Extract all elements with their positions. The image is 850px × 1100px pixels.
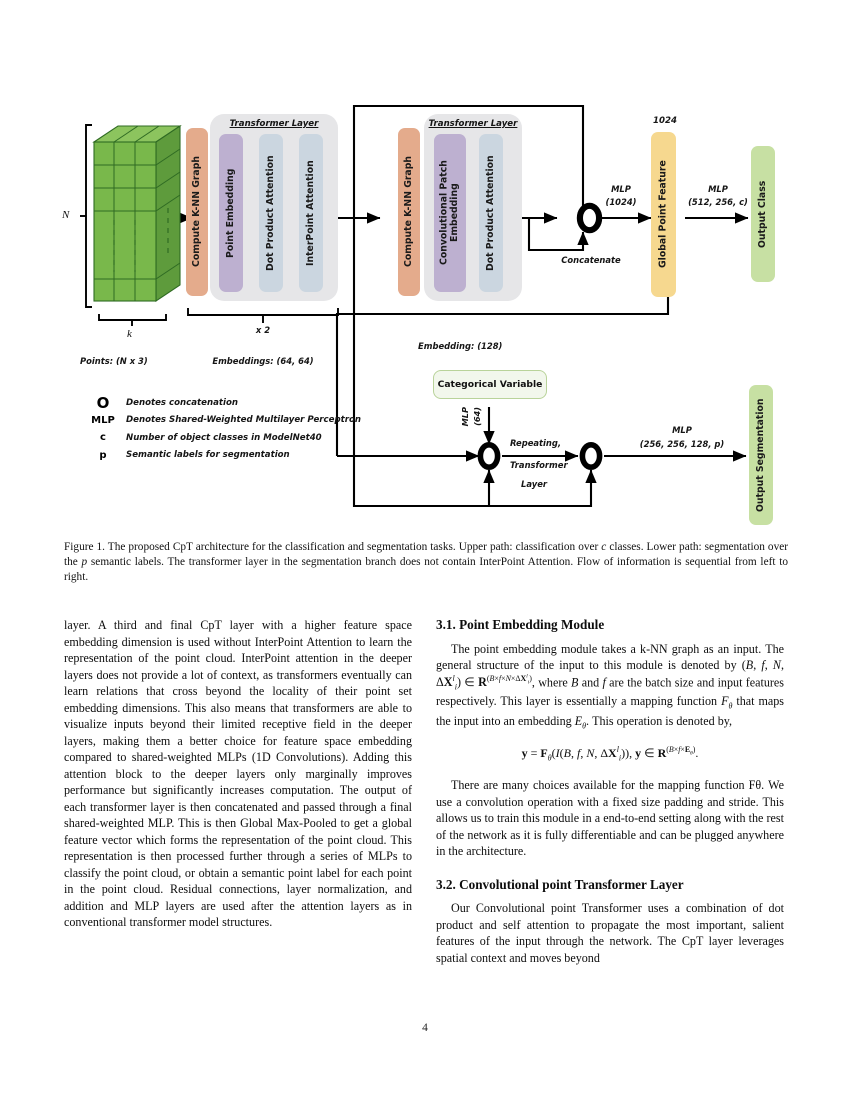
figure-legend: O Denotes concatenation MLP Denotes Shar… xyxy=(80,394,410,464)
label-repeating-layer: Layer xyxy=(521,479,547,489)
label-repeating: Repeating, xyxy=(510,438,562,448)
legend-text: Denotes Shared-Weighted Multilayer Perce… xyxy=(126,415,361,426)
label-embedding-128: Embedding: (128) xyxy=(418,341,503,351)
mlp-symbol: MLP xyxy=(91,414,115,426)
block-interpoint-attention[interactable]: InterPoint Attention xyxy=(299,134,323,292)
label-global-dim-1024: 1024 xyxy=(653,116,677,126)
legend-item: p Semantic labels for segmentation xyxy=(80,447,410,465)
label-repeating-transformer: Transformer xyxy=(510,460,568,470)
sym-B: B xyxy=(571,675,579,690)
bracket-k xyxy=(98,314,167,326)
right-paragraph-2: There are many choices available for the… xyxy=(436,778,784,859)
block-dot-product-attention-2[interactable]: Dot Product Attention xyxy=(479,134,503,292)
left-paragraph-1: layer. A third and final CpT layer with … xyxy=(64,618,412,929)
sym-F-theta: Fθ xyxy=(721,694,733,711)
legend-item: MLP Denotes Shared-Weighted Multilayer P… xyxy=(80,412,410,430)
concat-ring-icon: O xyxy=(96,393,110,412)
label-mlp-seg: MLP xyxy=(672,425,692,435)
body-left-column: layer. A third and final CpT layer with … xyxy=(64,617,412,931)
label-N: N xyxy=(62,209,70,221)
global-to-seg-branch xyxy=(335,296,670,456)
sym-f: f xyxy=(602,675,606,690)
label-mlp-1024-dims: (1024) xyxy=(605,197,637,207)
rp1-d: are the batch size and input features re… xyxy=(436,675,784,709)
rp1-a: The point embedding module takes a k-NN … xyxy=(436,641,784,673)
block-point-embedding[interactable]: Point Embedding xyxy=(219,134,243,292)
caption-part-1: Figure 1. The proposed CpT architecture … xyxy=(64,541,602,553)
label-repeat-x2: x 2 xyxy=(255,325,271,335)
diagram-connectors xyxy=(80,104,749,508)
concat-ring-seg-2 xyxy=(579,441,603,470)
right-paragraph-1: The point embedding module takes a k-NN … xyxy=(436,641,784,733)
residual-loop-to-concat xyxy=(527,218,589,252)
label-mlp-class-dims: (512, 256, c) xyxy=(688,197,748,207)
page-number: 4 xyxy=(422,1022,428,1034)
label-mlp-cat: MLP xyxy=(460,407,470,427)
block-output-segmentation[interactable]: Output Segmentation xyxy=(749,385,773,525)
transformer-layer-title-2: Transformer Layer xyxy=(428,119,518,129)
right-paragraph-3: Our Convolutional point Transformer uses… xyxy=(436,901,784,965)
block-categorical-variable[interactable]: Categorical Variable xyxy=(433,370,547,399)
section-heading-3-1: 3.1. Point Embedding Module xyxy=(436,617,605,632)
caption-italic-p: p xyxy=(81,556,88,569)
transformer-layer-title-1: Transformer Layer xyxy=(229,119,319,129)
concat-ring-seg-1 xyxy=(477,441,501,470)
legend-text: Number of object classes in ModelNet40 xyxy=(126,432,322,443)
legend-text: Denotes concatenation xyxy=(126,397,238,408)
point-cloud-block xyxy=(84,120,192,310)
bracket-N xyxy=(80,124,92,308)
label-embeddings-64-64: Embeddings: (64, 64) xyxy=(212,356,314,366)
concat-ring-classification xyxy=(576,202,603,234)
label-concatenate: Concatenate xyxy=(561,255,621,265)
block-convolutional-patch-embedding[interactable]: Convolutional Patch Embedding xyxy=(434,134,466,292)
caption-part-2: classes. Lower path: segmentation over t… xyxy=(64,541,788,569)
block-output-class[interactable]: Output Class xyxy=(751,146,775,282)
caption-italic-c: c xyxy=(601,541,607,553)
c-symbol: c xyxy=(100,432,106,444)
equation-1: y = Fθ(I(B, f, N, ΔXli)), y ∈ R(B×f×Eθ). xyxy=(521,745,699,763)
eq-input-tuple: (B, f, N, ΔXli) ∈ R(B×f×N×ΔXli) xyxy=(436,658,785,692)
legend-item: c Number of object classes in ModelNet40 xyxy=(80,429,410,447)
legend-text: Semantic labels for segmentation xyxy=(126,450,290,461)
label-mlp-class: MLP xyxy=(708,184,728,194)
block-dot-product-attention-1[interactable]: Dot Product Attention xyxy=(259,134,283,292)
skip-connection-top xyxy=(352,104,585,218)
figure-1-architecture-diagram: N k Points: (N x 3) Transformer Layer Co… xyxy=(62,92,788,525)
block-compute-knn-graph-1[interactable]: Compute K-NN Graph xyxy=(186,128,208,296)
rp1-c: and xyxy=(578,675,603,690)
label-k: k xyxy=(127,328,132,340)
point-cloud-svg xyxy=(92,124,182,303)
label-mlp-seg-dims: (256, 256, 128, p) xyxy=(639,439,725,449)
rp1-e: that maps the input into an embedding xyxy=(436,694,784,728)
stage-tap-down-bus xyxy=(352,218,489,508)
bracket-x2 xyxy=(187,308,339,323)
caption-part-3: semantic labels. The transformer layer i… xyxy=(64,556,788,584)
p-symbol: p xyxy=(99,449,107,461)
label-points: Points: (N x 3) xyxy=(80,356,148,366)
block-compute-knn-graph-2[interactable]: Compute K-NN Graph xyxy=(398,128,420,296)
sym-E-theta: Eθ xyxy=(574,713,587,731)
label-mlp-cat-dims: (64) xyxy=(472,407,482,426)
body-right-column: 3.1. Point Embedding Module The point em… xyxy=(436,617,784,966)
rp1-b: , where xyxy=(531,675,572,690)
section-heading-3-2: 3.2. Convolutional point Transformer Lay… xyxy=(436,876,684,892)
figure-caption: Figure 1. The proposed CpT architecture … xyxy=(64,540,788,585)
rp1-f: . This operation is denoted by, xyxy=(586,713,733,728)
arrow-bus-up-ring2 xyxy=(489,469,597,508)
block-global-point-feature[interactable]: Global Point Feature xyxy=(651,132,676,297)
label-mlp-1024: MLP xyxy=(611,184,631,194)
legend-item: O Denotes concatenation xyxy=(80,394,410,412)
